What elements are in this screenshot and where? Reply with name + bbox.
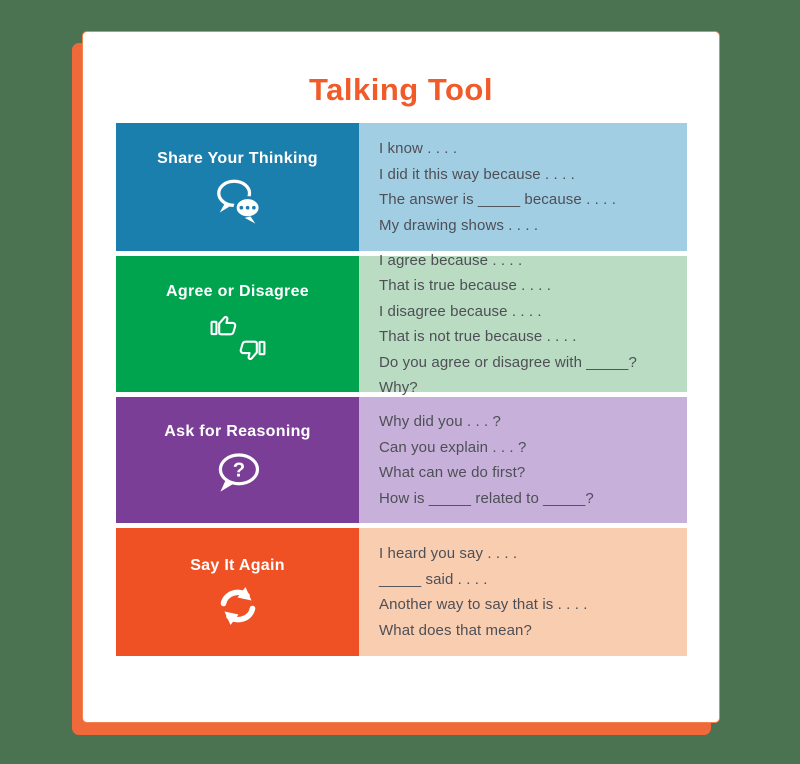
thumbs-up-down-icon <box>210 315 265 360</box>
prompt: How is _____ related to _____? <box>379 489 594 507</box>
page-title: Talking Tool <box>309 72 493 107</box>
prompt: Can you explain . . . ? <box>379 438 527 456</box>
poster-card: Talking Tool Share Your Thinking <box>82 31 720 723</box>
row-prompts-panel: I agree because . . . . That is true bec… <box>359 252 687 396</box>
row-label: Share Your Thinking <box>157 149 318 167</box>
row-header-panel: Ask for Reasoning ? <box>116 397 359 523</box>
row-label: Agree or Disagree <box>166 282 309 300</box>
refresh-arrows-icon <box>215 584 261 628</box>
prompt: That is true because . . . . <box>379 277 552 294</box>
row-label: Say It Again <box>190 556 285 574</box>
talking-tool-table: Share Your Thinking I know . . . . I did… <box>116 123 687 656</box>
row-share-your-thinking: Share Your Thinking I know . . . . I did… <box>116 123 687 251</box>
question-mark-glyph: ? <box>232 459 244 481</box>
question-bubble-icon: ? <box>218 452 259 492</box>
row-ask-for-reasoning: Ask for Reasoning ? Why did you . . . ? … <box>116 397 687 523</box>
row-label: Ask for Reasoning <box>164 422 311 440</box>
prompt: What does that mean? <box>379 621 532 639</box>
prompt: Do you agree or disagree with _____? Why… <box>379 353 637 397</box>
speech-bubbles-icon <box>216 179 262 224</box>
row-header-panel: Share Your Thinking <box>116 123 359 251</box>
row-say-it-again: Say It Again I heard you say . . . <box>116 528 687 656</box>
row-header-panel: Agree or Disagree <box>116 256 359 392</box>
row-prompts-panel: Why did you . . . ? Can you explain . . … <box>359 397 687 523</box>
prompt: That is not true because . . . . <box>379 328 577 345</box>
prompt: What can we do first? <box>379 464 526 481</box>
row-header-panel: Say It Again <box>116 528 359 656</box>
prompt: _____ said . . . . <box>379 570 488 588</box>
prompt: The answer is _____ because . . . . <box>379 191 616 208</box>
row-prompts-panel: I know . . . . I did it this way because… <box>359 123 687 251</box>
row-prompts-panel: I heard you say . . . . _____ said . . .… <box>359 528 687 656</box>
row-agree-or-disagree: Agree or Disagree I agree because <box>116 252 687 396</box>
prompt: I did it this way because . . . . <box>379 165 575 183</box>
prompt: I know . . . . <box>379 140 458 157</box>
prompt: I disagree because . . . . <box>379 302 542 320</box>
prompt: I agree because . . . . <box>379 251 523 269</box>
prompt: My drawing shows . . . . <box>379 216 539 234</box>
prompt: I heard you say . . . . <box>379 545 518 562</box>
prompt: Why did you . . . ? <box>379 413 501 430</box>
prompt: Another way to say that is . . . . <box>379 596 588 613</box>
